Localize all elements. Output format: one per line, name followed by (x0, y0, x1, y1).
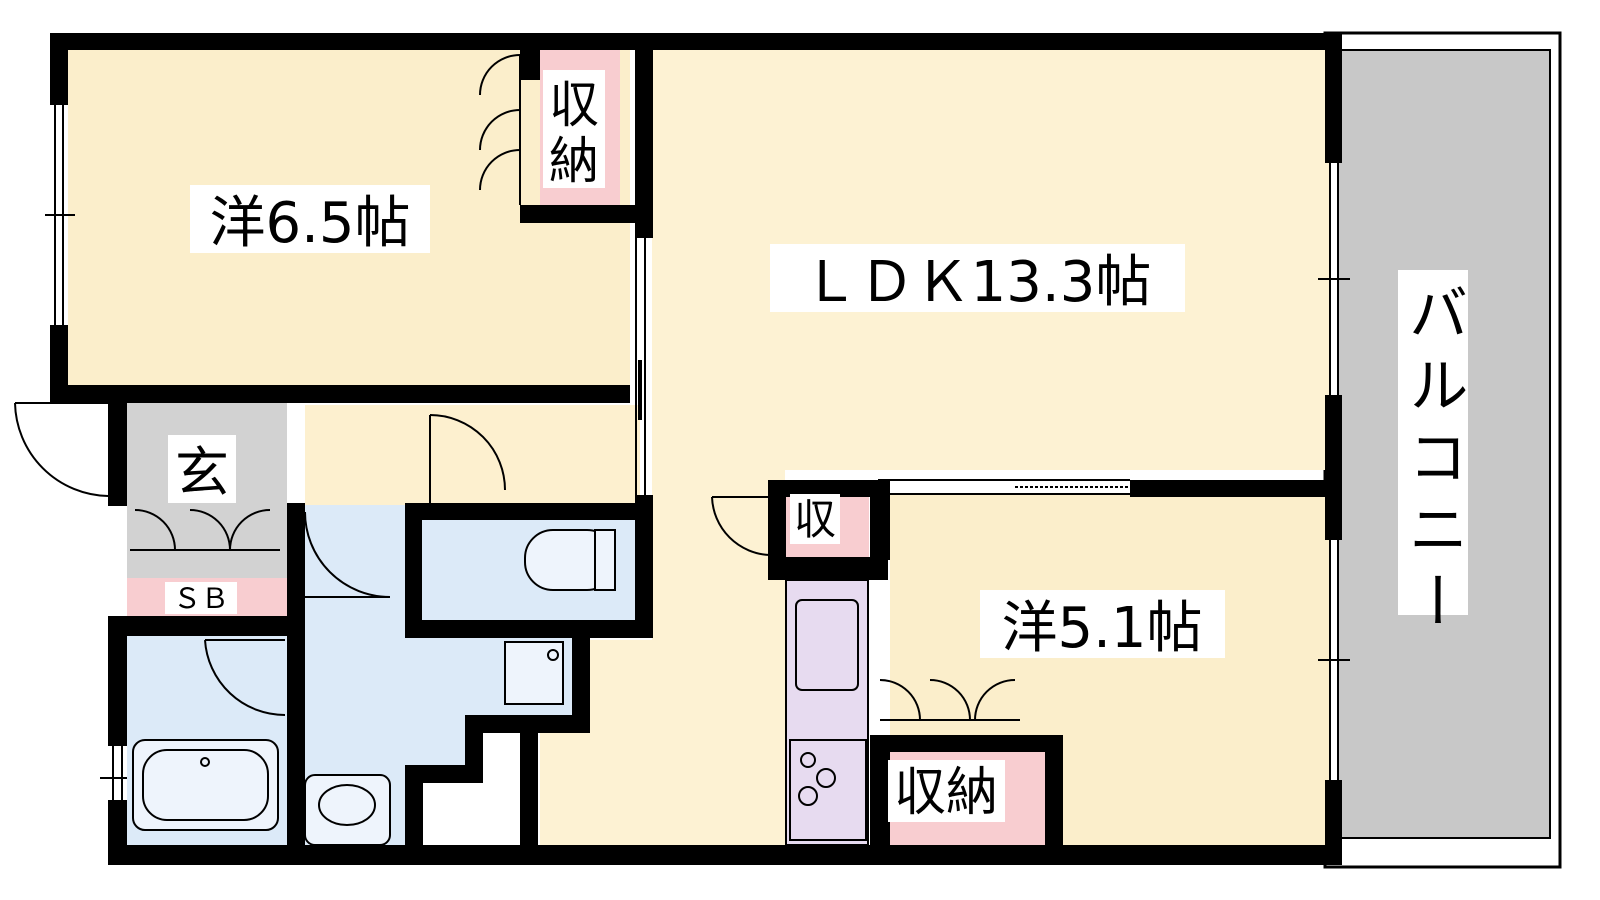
walls (50, 33, 1342, 865)
room-label-entrance: 玄 (175, 441, 229, 504)
washer-pan (504, 641, 564, 705)
storage-top-label-1: 収 (549, 76, 599, 134)
labels: 洋6.5帖 ＬＤＫ13.3帖 洋5.1帖 バルコニー 玄 ＳＢ 収 納 収 収納 (165, 70, 1468, 823)
storage-small-label: 収 (794, 495, 836, 544)
room-label-shoe-box: ＳＢ (173, 582, 229, 615)
room-label-balcony: バルコニー (1398, 282, 1468, 642)
storage-bottom-label: 収納 (894, 763, 998, 823)
corridor-floor (305, 405, 640, 505)
bathtub (132, 739, 279, 831)
kitchen-counter (785, 579, 869, 846)
kitchen-sink (795, 599, 859, 691)
fixtures (132, 529, 867, 846)
room-label-western-2: 洋5.1帖 (1001, 596, 1202, 661)
windows (45, 105, 1350, 800)
room-label-ldk: ＬＤＫ13.3帖 (803, 250, 1152, 315)
storage-top-label-2: 納 (549, 132, 599, 190)
washroom-floor (305, 505, 572, 845)
stove (789, 739, 867, 841)
room-label-western-1: 洋6.5帖 (209, 191, 410, 256)
doors (14, 54, 1020, 721)
